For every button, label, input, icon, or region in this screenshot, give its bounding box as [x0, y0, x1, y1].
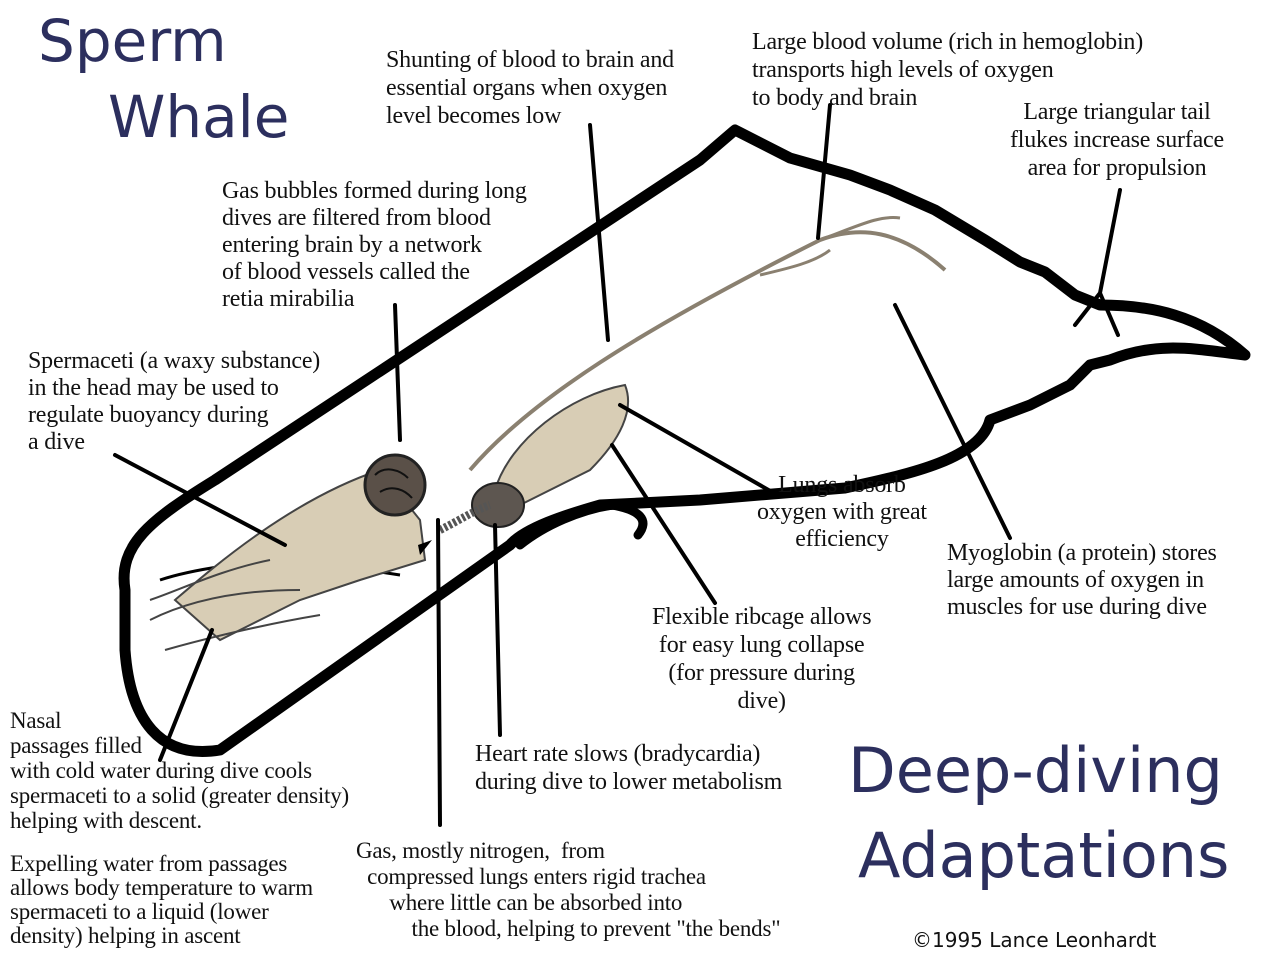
label-expelling: Expelling water from passages allows bod… — [10, 852, 313, 948]
label-lungs: Lungs absorb oxygen with great efficienc… — [757, 472, 927, 553]
copyright-credit: ©1995 Lance Leonhardt — [912, 928, 1156, 952]
title-adaptations: Adaptations — [858, 825, 1229, 887]
title-deep-diving: Deep-diving — [848, 740, 1223, 802]
title-whale: Whale — [108, 88, 289, 146]
brain-shape — [365, 455, 425, 515]
label-gas-bubbles: Gas bubbles formed during long dives are… — [222, 178, 527, 313]
title-sperm: Sperm — [38, 12, 227, 70]
label-tail-flukes: Large triangular tail flukes increase su… — [1010, 98, 1224, 182]
label-heart-rate: Heart rate slows (bradycardia) during di… — [475, 740, 782, 796]
label-nasal: Nasal passages filled with cold water du… — [10, 708, 349, 833]
label-myoglobin: Myoglobin (a protein) stores large amoun… — [947, 540, 1217, 621]
label-ribcage: Flexible ribcage allows for easy lung co… — [652, 603, 871, 715]
label-gas-nitrogen: Gas, mostly nitrogen, from compressed lu… — [356, 838, 780, 942]
label-shunting: Shunting of blood to brain and essential… — [386, 46, 674, 130]
label-spermaceti: Spermaceti (a waxy substance) in the hea… — [28, 348, 320, 456]
